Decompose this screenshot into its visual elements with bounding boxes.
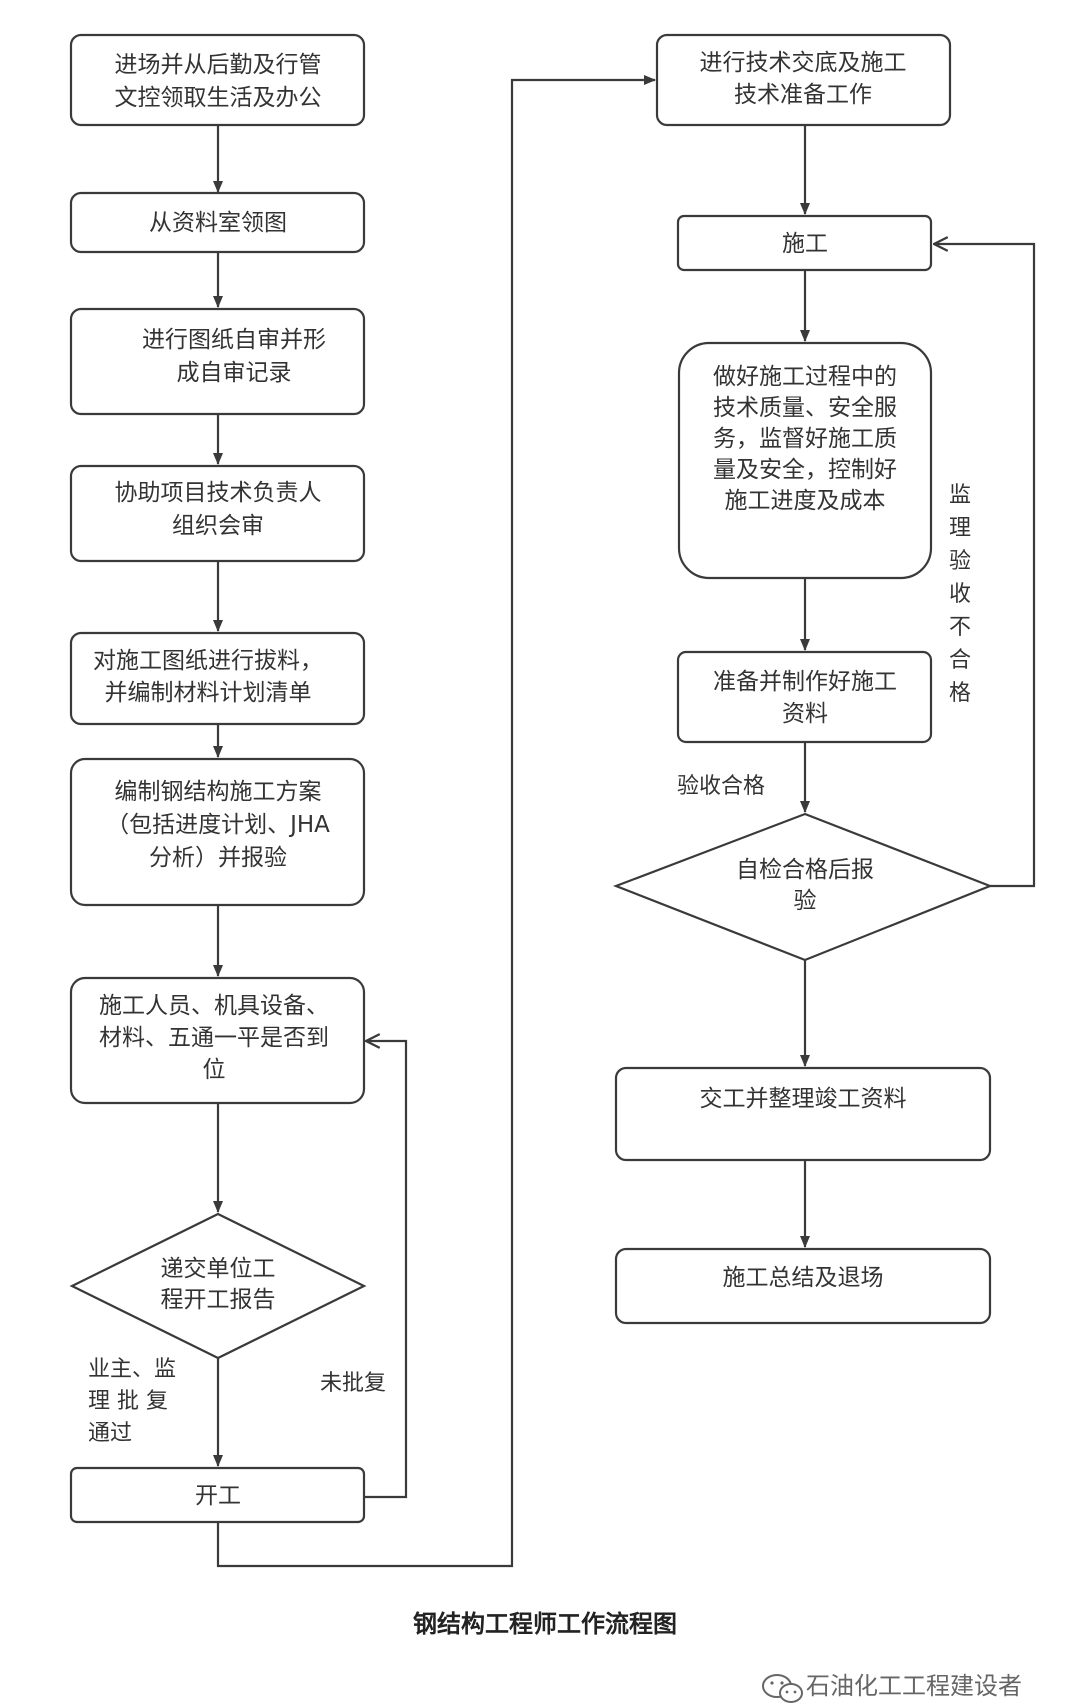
node-summary-exit-box — [614, 1247, 992, 1325]
node-prepare-docs-label-line: 准备并制作好施工 — [713, 669, 897, 695]
node-self-review-label-line: 进行图纸自审并形 — [142, 327, 326, 353]
node-self-review-box — [69, 307, 366, 416]
node-submit-report-label-line: 递交单位工 — [161, 1256, 276, 1282]
node-tech-briefing-label-line: 技术准备工作 — [734, 82, 872, 108]
node-construction-box — [676, 214, 933, 272]
node-joint-review-label: 协助项目技术负责人组织会审 — [115, 480, 322, 539]
node-handover-label: 交工并整理竣工资料 — [700, 1086, 907, 1112]
node-joint-review-label-line: 协助项目技术负责人 — [115, 480, 322, 506]
node-readiness-check-label-line: 位 — [203, 1057, 226, 1083]
node-prepare-docs-box — [676, 650, 933, 744]
node-construction-plan-label-line: 编制钢结构施工方案 — [115, 779, 322, 805]
node-handover-box — [614, 1066, 992, 1162]
node-readiness-check-label-line: 施工人员、机具设备、 — [99, 993, 329, 1019]
edge-label-rejected: 监理验收不合格 — [949, 483, 971, 706]
node-collect-drawings-label: 从资料室领图 — [149, 210, 287, 236]
node-construction-plan-label-line: （包括进度计划、JHA — [106, 812, 330, 838]
node-material-takeoff-box — [69, 631, 366, 726]
node-submit-report-diamond — [69, 1212, 367, 1360]
node-enter-site-box — [69, 33, 366, 127]
watermark-text: 石油化工工程建设者 — [806, 1672, 1022, 1700]
node-construction-plan-box — [69, 757, 366, 907]
node-material-takeoff-label-line: 并编制材料计划清单 — [105, 680, 312, 706]
node-self-review-label-line: 成自审记录 — [177, 360, 292, 386]
node-handover-label-line: 交工并整理竣工资料 — [700, 1086, 907, 1112]
node-self-inspect-label-line: 自检合格后报 — [736, 857, 874, 883]
node-collect-drawings-label-line: 从资料室领图 — [149, 210, 287, 236]
edge-label-rejected-line: 合 — [949, 648, 971, 673]
node-summary-exit-label: 施工总结及退场 — [723, 1265, 884, 1291]
node-self-inspect-label-line: 验 — [794, 888, 817, 914]
edge-inspect-loop-rejected — [934, 244, 1036, 888]
node-start-work-label: 开工 — [195, 1483, 241, 1509]
edge-label-rejected-line: 验 — [949, 549, 971, 574]
edge-label-rejected-line: 监 — [949, 483, 971, 508]
node-tech-briefing-label: 进行技术交底及施工技术准备工作 — [700, 50, 907, 108]
node-process-control-label-line: 施工进度及成本 — [725, 488, 886, 514]
edge-label-rejected-line: 收 — [949, 582, 971, 607]
node-tech-briefing-label-line: 进行技术交底及施工 — [700, 50, 907, 76]
edge-start-to-briefing — [216, 75, 656, 1568]
node-process-control-label-line: 量及安全，控制好 — [713, 457, 897, 483]
node-self-inspect-label: 自检合格后报验 — [736, 857, 874, 914]
node-process-control-label-line: 技术质量、安全服 — [713, 395, 897, 421]
node-enter-site-label-line: 文控领取生活及办公 — [115, 85, 322, 111]
watermark: 石油化工工程建设者 — [762, 1672, 1022, 1703]
diagram-title: 钢结构工程师工作流程图 — [413, 1610, 677, 1638]
node-process-control-label: 做好施工过程中的技术质量、安全服务，监督好施工质量及安全，控制好施工进度及成本 — [713, 364, 897, 514]
node-summary-exit-label-line: 施工总结及退场 — [723, 1265, 884, 1291]
edge-label-not-approved: 未批复 — [320, 1371, 386, 1396]
edge-label-approved-line: 业主、监 — [88, 1357, 176, 1382]
node-self-review-label: 进行图纸自审并形成自审记录 — [142, 327, 326, 386]
edge-label-accepted: 验收合格 — [677, 774, 765, 799]
edge-label-approved-line: 通过 — [88, 1421, 132, 1446]
node-construction-label: 施工 — [782, 231, 828, 257]
node-collect-drawings-box — [69, 191, 366, 254]
edge-label-approved: 业主、监理 批 复通过 — [88, 1357, 176, 1446]
node-construction-label-line: 施工 — [782, 231, 828, 257]
node-start-work-box — [69, 1466, 366, 1524]
node-process-control-box — [677, 341, 933, 580]
node-joint-review-box — [69, 464, 366, 563]
edge-label-approved-line: 理 批 复 — [88, 1389, 168, 1414]
edge-label-rejected-line: 格 — [949, 681, 971, 706]
node-submit-report-label-line: 程开工报告 — [161, 1287, 276, 1313]
edge-start-loop-not-approved — [364, 1041, 408, 1499]
node-process-control-label-line: 务，监督好施工质 — [713, 426, 897, 452]
node-construction-plan-label: 编制钢结构施工方案 （包括进度计划、JHA 分析）并报验 — [106, 779, 330, 871]
node-prepare-docs-label: 准备并制作好施工资料 — [713, 669, 897, 727]
edge-label-rejected-line: 理 — [949, 516, 971, 541]
node-tech-briefing-box — [655, 33, 952, 127]
node-start-work-label-line: 开工 — [195, 1483, 241, 1509]
node-material-takeoff-label: 对施工图纸进行拔料， 并编制材料计划清单 — [93, 648, 323, 706]
node-enter-site-label: 进场并从后勤及行管文控领取生活及办公 — [115, 52, 322, 111]
node-submit-report-label: 递交单位工程开工报告 — [161, 1256, 276, 1313]
wechat-icon — [762, 1674, 803, 1703]
node-process-control-label-line: 做好施工过程中的 — [713, 364, 897, 390]
node-enter-site-label-line: 进场并从后勤及行管 — [115, 52, 322, 78]
node-prepare-docs-label-line: 资料 — [782, 701, 828, 727]
node-material-takeoff-label-line: 对施工图纸进行拔料， — [93, 648, 323, 674]
node-joint-review-label-line: 组织会审 — [172, 513, 264, 539]
node-construction-plan-label-line: 分析）并报验 — [149, 845, 287, 871]
node-readiness-check-box — [69, 976, 366, 1105]
edge-label-rejected-line: 不 — [949, 615, 971, 640]
node-readiness-check-label: 施工人员、机具设备、材料、五通一平是否到位 — [99, 993, 329, 1083]
node-self-inspect-diamond — [612, 812, 993, 962]
node-readiness-check-label-line: 材料、五通一平是否到 — [99, 1025, 329, 1051]
